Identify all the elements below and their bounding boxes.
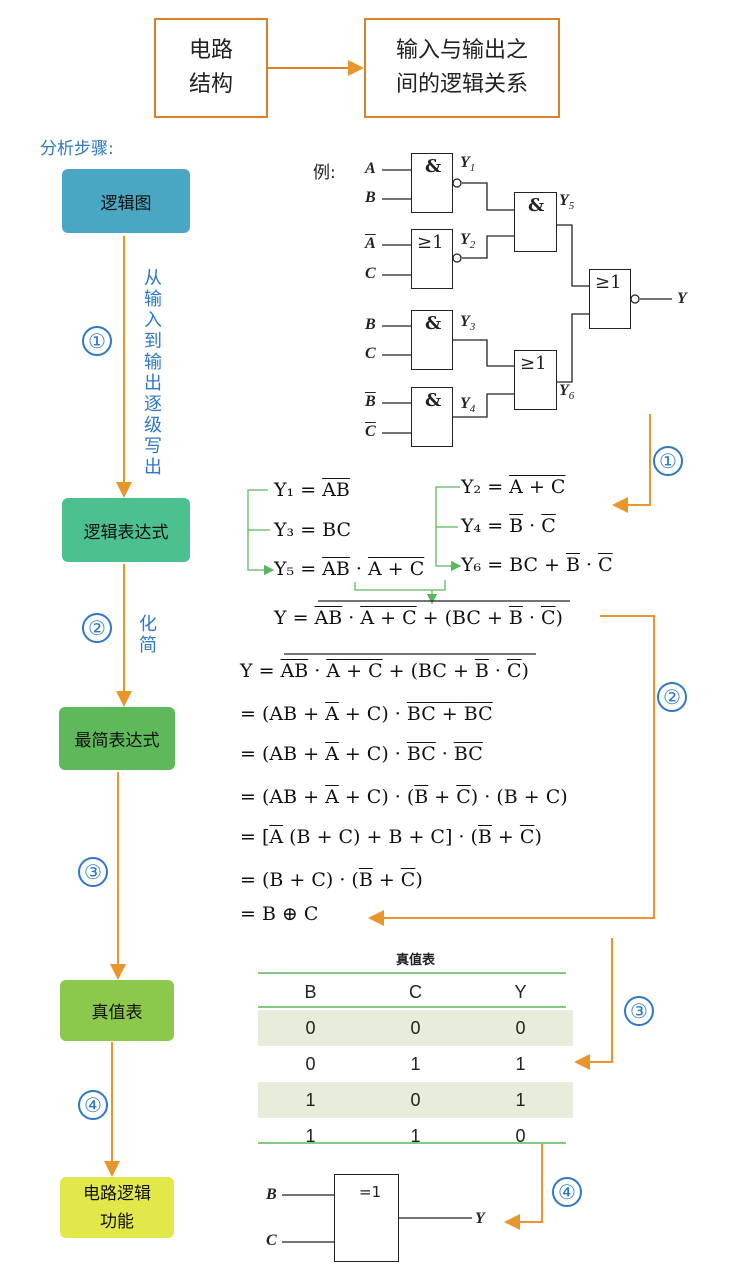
input-a-1: A bbox=[365, 160, 376, 177]
input-c-2: C bbox=[365, 265, 376, 282]
table-row: 1 1 0 bbox=[305, 1125, 526, 1146]
step-logic-diagram: 逻辑图 bbox=[62, 169, 190, 233]
expr-y4: Y₄ = B · C bbox=[461, 515, 556, 537]
simplify-line-1: Y = AB · A + C + (BC + B · C) bbox=[240, 660, 529, 682]
step-truth-table: 真值表 bbox=[60, 980, 174, 1041]
xor-gate: =1 bbox=[334, 1174, 399, 1262]
and-gate-5: & bbox=[514, 192, 557, 252]
expr-y-final: Y = AB · A + C + (BC + B · C) bbox=[274, 607, 563, 629]
header-y: Y bbox=[514, 981, 527, 1002]
expr-y5: Y₅ = AB · A + C bbox=[274, 558, 425, 580]
circle-3-left: ③ bbox=[78, 857, 108, 887]
input-b-bar-4: B bbox=[365, 393, 376, 410]
step-logic-diagram-label: 逻辑图 bbox=[100, 193, 152, 214]
analysis-steps-label: 分析步骤: bbox=[40, 139, 114, 159]
example-label: 例: bbox=[313, 163, 336, 183]
step-logic-expression-label: 逻辑表达式 bbox=[83, 522, 169, 543]
step-simplest-expression-label: 最简表达式 bbox=[74, 731, 160, 751]
simplify-line-6: = (B + C) · (B + C) bbox=[240, 869, 423, 891]
circle-2-left: ② bbox=[82, 613, 112, 643]
step-truth-table-label: 真值表 bbox=[91, 1003, 143, 1023]
truth-table-header: B C Y bbox=[258, 974, 573, 1010]
step-circuit-function: 电路逻辑功能 bbox=[60, 1177, 174, 1238]
simplify-line-4: = (AB + A + C) · (B + C) · (B + C) bbox=[240, 786, 568, 808]
output-y4: Y4 bbox=[460, 395, 476, 416]
box2-line1: 输入与输出之 bbox=[395, 38, 528, 63]
output-y2: Y2 bbox=[460, 231, 476, 252]
expr-y3: Y₃ = BC bbox=[274, 519, 352, 541]
xor-output-y: Y bbox=[475, 1210, 485, 1227]
truth-table: B C Y 0 0 0 0 1 1 1 0 1 1 1 0 bbox=[258, 974, 573, 1154]
table-row: 0 1 1 bbox=[305, 1053, 526, 1074]
box2-line2: 间的逻辑关系 bbox=[395, 72, 528, 97]
circle-4-right: ④ bbox=[552, 1177, 582, 1207]
input-c-bar-4: C bbox=[365, 423, 376, 440]
circle-3-right: ③ bbox=[624, 996, 654, 1026]
box1-line1: 电路 bbox=[188, 38, 233, 63]
step-circuit-function-line1: 电路逻辑 bbox=[83, 1183, 151, 1204]
expr-y1: Y₁ = AB bbox=[274, 479, 350, 501]
and-gate-4-symbol: & bbox=[425, 390, 442, 411]
input-b-1: B bbox=[365, 189, 376, 206]
io-relation-box: 输入与输出之间的逻辑关系 bbox=[364, 18, 560, 118]
xor-input-b: B bbox=[266, 1186, 277, 1203]
input-a-bar-2: A bbox=[365, 235, 376, 252]
table-row: 1 0 1 bbox=[258, 1082, 573, 1118]
xor-input-c: C bbox=[266, 1232, 277, 1249]
expr-y2: Y₂ = A + C bbox=[461, 476, 566, 498]
and-gate-3: & bbox=[411, 310, 453, 370]
simplify-line-7: = B ⊕ C bbox=[240, 903, 319, 925]
header-c: C bbox=[409, 981, 422, 1002]
nor-gate-7: ≥1 bbox=[589, 269, 631, 329]
and-gate-4: & bbox=[411, 387, 453, 447]
circle-1-right: ① bbox=[653, 446, 683, 476]
or-gate-6: ≥1 bbox=[514, 350, 557, 410]
note-simplify: 化简 bbox=[139, 614, 157, 656]
header-b: B bbox=[304, 981, 317, 1002]
and-gate-5-symbol: & bbox=[528, 195, 545, 216]
circuit-structure-box: 电路结构 bbox=[154, 18, 268, 118]
or-gate-2-symbol: ≥1 bbox=[417, 232, 444, 253]
box1-line2: 结构 bbox=[188, 72, 233, 97]
xor-gate-symbol: =1 bbox=[359, 1183, 382, 1201]
input-b-3: B bbox=[365, 316, 376, 333]
and-gate-3-symbol: & bbox=[425, 313, 442, 334]
arrow-step1 bbox=[612, 414, 651, 513]
output-y1: Y1 bbox=[460, 154, 476, 175]
circle-1-left: ① bbox=[82, 326, 112, 356]
arrow-step3 bbox=[574, 938, 613, 1070]
simplify-line-3: = (AB + A + C) · BC · BC bbox=[240, 743, 483, 765]
step-simplest-expression: 最简表达式 bbox=[59, 707, 175, 770]
output-y3: Y3 bbox=[460, 313, 476, 334]
table-row: 0 0 0 bbox=[258, 1010, 573, 1046]
output-y5: Y5 bbox=[559, 192, 575, 213]
and-gate-1-symbol: & bbox=[425, 156, 442, 177]
step-circuit-function-line2: 功能 bbox=[100, 1211, 134, 1232]
expr-y6: Y₆ = BC + B · C bbox=[461, 554, 613, 576]
output-y6: Y6 bbox=[559, 382, 575, 403]
or-gate-6-symbol: ≥1 bbox=[520, 353, 547, 374]
truth-table-title: 真值表 bbox=[396, 953, 436, 968]
circle-4-left: ④ bbox=[78, 1090, 108, 1120]
or-gate-2: ≥1 bbox=[411, 229, 453, 289]
output-y: Y bbox=[677, 290, 687, 307]
step-logic-expression: 逻辑表达式 bbox=[62, 498, 190, 562]
and-gate-1: & bbox=[411, 153, 453, 213]
arrow-step2 bbox=[368, 615, 655, 926]
input-c-3: C bbox=[365, 345, 376, 362]
nor-gate-7-symbol: ≥1 bbox=[595, 272, 622, 293]
simplify-line-2: = (AB + A + C) · BC + BC bbox=[240, 703, 493, 725]
arrow-step4 bbox=[504, 1144, 543, 1230]
note-write-level-by-level: 从输入到输出逐级写出 bbox=[144, 268, 162, 478]
circle-2-right: ② bbox=[657, 682, 687, 712]
simplify-line-5: = [A (B + C) + B + C] · (B + C) bbox=[240, 826, 542, 848]
